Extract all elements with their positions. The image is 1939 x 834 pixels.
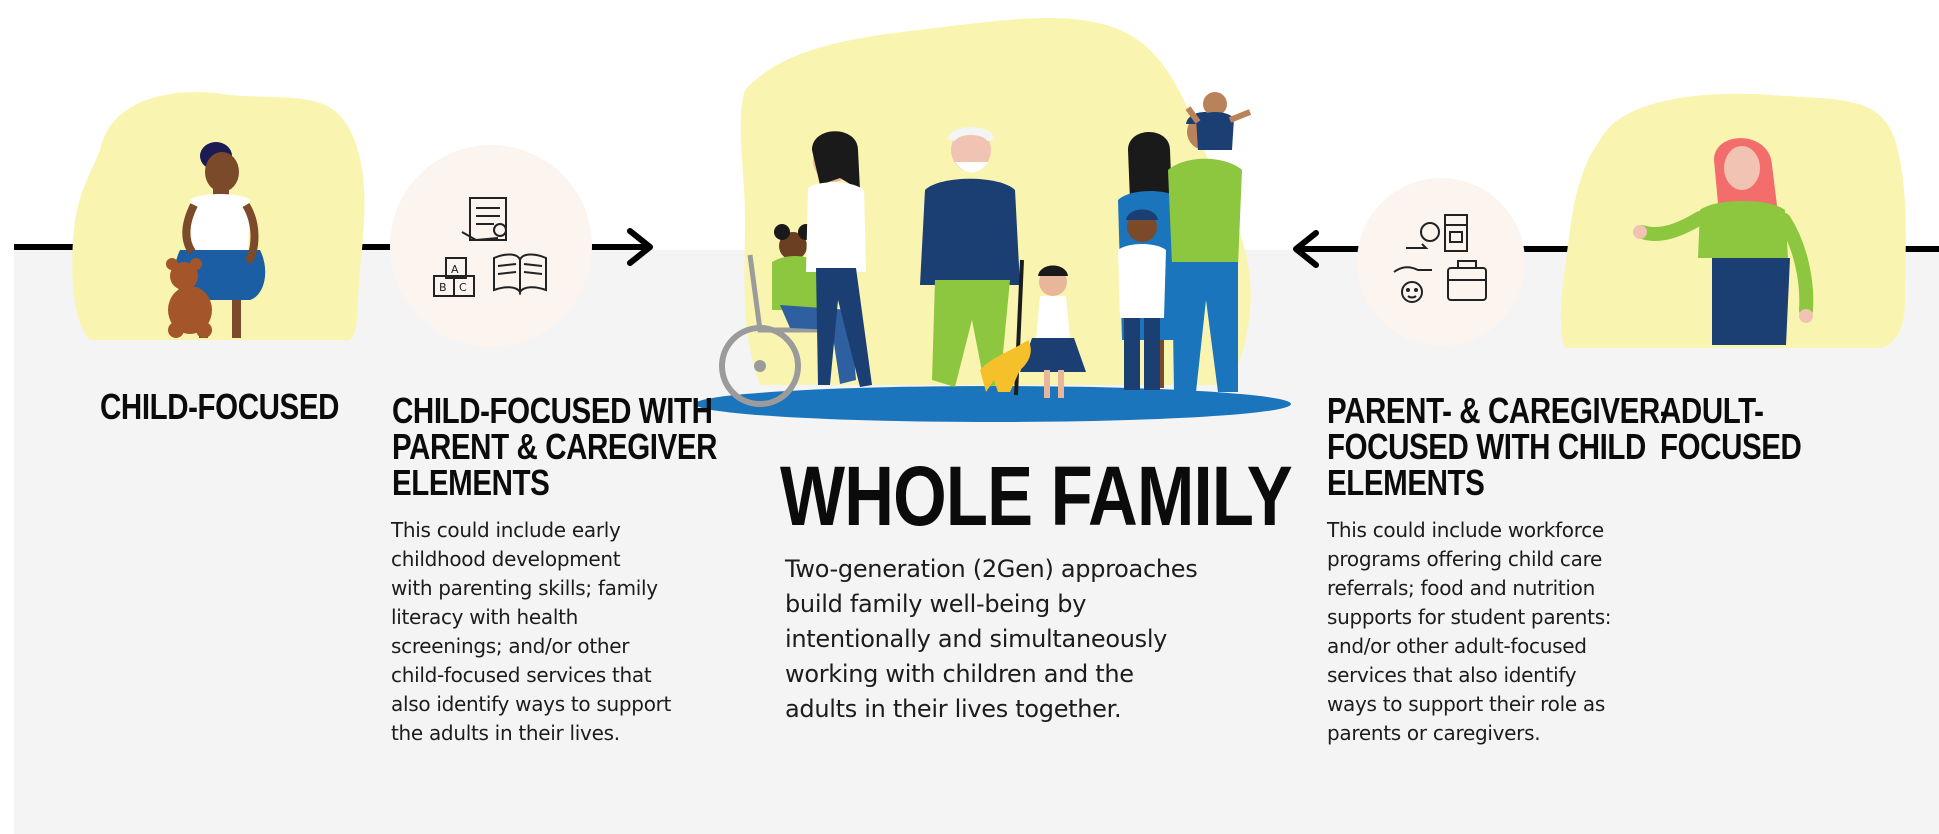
text-line: parents or caregivers. xyxy=(1327,721,1541,745)
parent-child-icon-circle xyxy=(1357,178,1525,346)
svg-text:A: A xyxy=(451,263,459,276)
text-line: supports for student parents: xyxy=(1327,605,1612,629)
text-line: the adults in their lives. xyxy=(391,721,620,745)
text-line: screenings; and/or other xyxy=(391,634,630,658)
text-line: programs offering child care xyxy=(1327,547,1603,571)
svg-text:C: C xyxy=(459,281,467,294)
parent-focused-with-child-title: PARENT- & CAREGIVER- FOCUSED WITH CHILD … xyxy=(1327,390,1670,503)
text-line: adults in their lives together. xyxy=(785,695,1122,723)
arrow-right-icon xyxy=(627,228,653,266)
svg-text:B: B xyxy=(439,281,447,294)
text-line: and/or other adult-focused xyxy=(1327,634,1587,658)
text-line: ways to support their role as xyxy=(1327,692,1605,716)
adult-focused-title: ADULT-FOCUSED xyxy=(1660,390,1802,467)
text-line: childhood development xyxy=(391,547,621,571)
whole-family-description: Two-generation (2Gen) approaches build f… xyxy=(785,552,1198,727)
text-line: working with children and the xyxy=(785,660,1134,688)
checklist-icon xyxy=(461,197,507,242)
parent-focused-with-child-description: This could include workforce programs of… xyxy=(1327,516,1612,748)
child-focused-title: CHILD-FOCUSED xyxy=(100,386,340,427)
title-line: PARENT & CAREGIVER xyxy=(392,426,718,467)
title-line: FOCUSED WITH CHILD xyxy=(1327,426,1646,467)
whole-family-illustration xyxy=(695,92,1291,422)
arrow-left-icon xyxy=(1293,230,1368,268)
text-line: Two-generation (2Gen) approaches xyxy=(785,555,1198,583)
child-focused-with-parent-title: CHILD-FOCUSED WITH PARENT & CAREGIVER EL… xyxy=(392,393,717,501)
text-line: build family well-being by xyxy=(785,590,1087,618)
text-line: services that also identify xyxy=(1327,663,1577,687)
text-line: referrals; food and nutrition xyxy=(1327,576,1595,600)
child-focused-with-parent-description: This could include early childhood devel… xyxy=(391,516,671,748)
groceries-icon xyxy=(1406,214,1468,252)
whole-family-title: WHOLE FAMILY xyxy=(780,449,1293,543)
title-line: ELEMENTS xyxy=(392,462,550,503)
child-care-hand-icon xyxy=(1393,266,1432,303)
text-line: child-focused services that xyxy=(391,663,652,687)
title-line: PARENT- & CAREGIVER- xyxy=(1327,390,1670,431)
text-line: with parenting skills; family xyxy=(391,576,658,600)
briefcase-icon xyxy=(1447,260,1487,301)
title-line: ELEMENTS xyxy=(1327,462,1485,503)
child-illustration xyxy=(166,142,266,338)
open-book-icon xyxy=(493,253,547,296)
text-line: intentionally and simultaneously xyxy=(785,625,1168,653)
title-line: CHILD-FOCUSED WITH xyxy=(392,390,713,431)
abc-blocks-icon: A B C xyxy=(433,257,475,297)
adult-illustration xyxy=(1633,138,1814,345)
text-line: literacy with health xyxy=(391,605,579,629)
text-line: also identify ways to support xyxy=(391,692,672,716)
child-parent-icon-circle xyxy=(390,145,592,347)
text-line: This could include early xyxy=(391,518,621,542)
text-line: This could include workforce xyxy=(1327,518,1604,542)
